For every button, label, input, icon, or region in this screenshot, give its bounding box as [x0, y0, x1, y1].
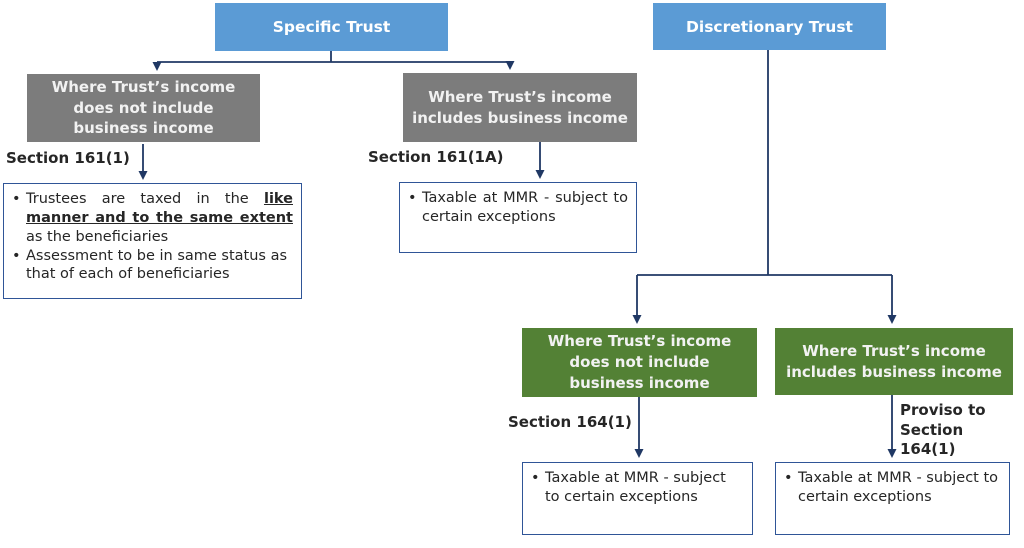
- discretionary-right-detail-box: • Taxable at MMR - subject to certain ex…: [775, 462, 1010, 535]
- bullet-marker: •: [784, 470, 793, 486]
- specific-right-detail-box: • Taxable at MMR - subject to certain ex…: [399, 182, 637, 253]
- discretionary-left-detail-box: • Taxable at MMR - subject to certain ex…: [522, 462, 753, 535]
- section-161-1a-label: Section 161(1A): [368, 148, 504, 166]
- bullet-marker: •: [408, 190, 417, 206]
- discretionary-trust-title: Discretionary Trust: [686, 17, 853, 36]
- specific-right-branch-box: Where Trust’s income includes business i…: [403, 73, 637, 142]
- detail-bullet: • Taxable at MMR - subject to certain ex…: [408, 189, 628, 227]
- trustees-taxed-bullet-text: Trustees are taxed in the like manner an…: [26, 190, 293, 247]
- discretionary-left-branch-box: Where Trust’s income does not include bu…: [522, 328, 757, 397]
- section-164-1-label: Section 164(1): [508, 413, 632, 431]
- discretionary-right-branch-box: Where Trust’s income includes business i…: [775, 328, 1013, 395]
- bullet-marker: •: [12, 247, 21, 264]
- specific-right-branch-label: Where Trust’s income includes business i…: [412, 87, 628, 127]
- detail-bullet: • Taxable at MMR - subject to certain ex…: [531, 469, 744, 507]
- discretionary-left-branch-label: Where Trust’s income does not include bu…: [547, 332, 732, 392]
- detail-bullet: • Assessment to be in same status as tha…: [12, 247, 293, 285]
- discretionary-right-branch-label: Where Trust’s income includes business i…: [786, 341, 1002, 381]
- detail-bullet: • Trustees are taxed in the like manner …: [12, 190, 293, 247]
- specific-trust-title: Specific Trust: [272, 18, 391, 36]
- specific-trust-title-box: Specific Trust: [215, 3, 448, 51]
- bullet-marker: •: [12, 191, 21, 207]
- assessment-status-bullet-text: Assessment to be in same status as that …: [26, 247, 288, 283]
- specific-left-branch-box: Where Trust’s income does not include bu…: [27, 74, 260, 142]
- section-161-1-label: Section 161(1): [6, 149, 130, 167]
- bullet-text-emphasis: like manner and to the same extent: [26, 191, 293, 226]
- discretionary-trust-title-box: Discretionary Trust: [653, 3, 886, 50]
- bullet-text-pre: Trustees are taxed in the: [26, 191, 264, 207]
- specific-left-branch-label: Where Trust’s income does not include bu…: [51, 77, 236, 138]
- taxable-mmr-bullet-text: Taxable at MMR - subject to certain exce…: [798, 470, 999, 505]
- bullet-marker: •: [531, 470, 540, 486]
- bullet-text-post: as the beneficiaries: [26, 228, 169, 245]
- detail-bullet: • Taxable at MMR - subject to certain ex…: [784, 469, 1001, 507]
- specific-left-detail-box: • Trustees are taxed in the like manner …: [3, 183, 302, 299]
- taxable-mmr-bullet-text: Taxable at MMR - subject to certain exce…: [545, 470, 726, 505]
- proviso-section-164-1-label: Proviso to Section 164(1): [900, 401, 986, 458]
- taxable-mmr-bullet-text: Taxable at MMR - subject to certain exce…: [422, 190, 628, 225]
